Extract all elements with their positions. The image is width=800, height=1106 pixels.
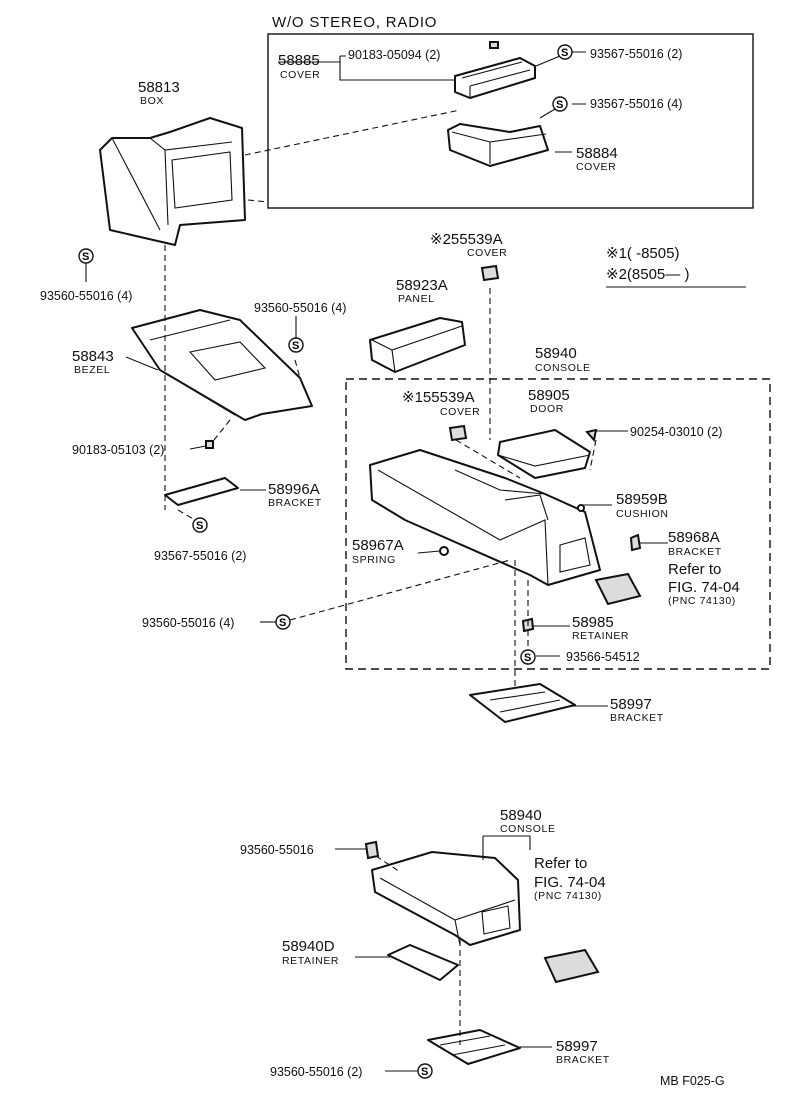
bracket-58996a-shape <box>164 477 239 506</box>
fastener-90254-03010: 90254-03010 (2) <box>630 425 722 439</box>
part-number-58959b: 58959B <box>616 491 668 508</box>
part-number-58884: 58884 <box>576 145 618 162</box>
part-name-58940d: RETAINER <box>282 955 339 967</box>
screw-symbol-3: S <box>78 248 94 264</box>
ref-bottom-line3: (PNC 74130) <box>534 890 602 902</box>
part-name-58813: BOX <box>140 95 164 107</box>
part-name-58967a: SPRING <box>352 554 396 566</box>
part-name-58884: COVER <box>576 161 616 173</box>
retainer-58940d-shape <box>387 944 459 981</box>
svg-text:S: S <box>561 47 568 59</box>
fastener-90183-05103: 90183-05103 (2) <box>72 443 164 457</box>
fastener-93560-55016-c: 93560-55016 (4) <box>142 616 234 630</box>
part-name-58905: DOOR <box>530 403 564 415</box>
screw-symbol-8: S <box>417 1063 433 1079</box>
part-name-58996a: BRACKET <box>268 497 322 509</box>
ref-bottom-line1: Refer to <box>534 855 587 872</box>
fastener-93560-55016-d: 93560-55016 <box>240 843 314 857</box>
part-number-58985: 58985 <box>572 614 614 631</box>
ashtray-bottom-shape <box>543 948 600 984</box>
part-number-58967a: 58967A <box>352 537 404 554</box>
part-name-58885: COVER <box>280 69 320 81</box>
part-name-58843: BEZEL <box>74 364 110 376</box>
svg-text:S: S <box>421 1066 428 1078</box>
panel-58923a-shape <box>369 317 466 373</box>
variant-frame <box>267 33 754 209</box>
fastener-93566-54512: 93566-54512 <box>566 650 640 664</box>
fastener-93567-55016-b: 93567-55016 (4) <box>590 97 682 111</box>
fastener-93567-55016-c: 93567-55016 (2) <box>154 549 246 563</box>
svg-text:S: S <box>279 617 286 629</box>
cover-55539a-shape <box>448 424 468 442</box>
bracket-58997-top-shape <box>469 683 576 723</box>
ashtray-top-shape <box>594 572 642 606</box>
door-58905-shape <box>497 429 591 479</box>
cover-55539a-top-shape <box>480 264 500 282</box>
part-number-55539a-mark2: ※255539A <box>430 231 503 248</box>
console-group-frame <box>345 378 771 670</box>
screw-symbol-6: S <box>275 614 291 630</box>
leader-lines <box>85 51 668 1072</box>
diagram-code: MB F025-G <box>660 1074 725 1088</box>
part-number-58843: 58843 <box>72 348 114 365</box>
svg-text:S: S <box>292 340 299 352</box>
svg-text:S: S <box>82 251 89 263</box>
screw-symbol-7: S <box>520 649 536 665</box>
part-number-58905: 58905 <box>528 387 570 404</box>
box-58813-shape <box>99 117 246 246</box>
part-name-58985: RETAINER <box>572 630 629 642</box>
part-number-58997-bottom: 58997 <box>556 1038 598 1055</box>
svg-text:S: S <box>524 652 531 664</box>
screw-symbol-2: S <box>552 96 568 112</box>
variant-title: W/O STEREO, RADIO <box>272 14 437 31</box>
screw-symbol-4: S <box>288 337 304 353</box>
ref-top-line3: (PNC 74130) <box>668 595 736 607</box>
console-58940-bottom-shape <box>371 851 521 946</box>
console-58940-top-shape <box>369 449 601 586</box>
part-number-58940-bottom: 58940 <box>500 807 542 824</box>
part-name-58968a: BRACKET <box>668 546 722 558</box>
fastener-93560-55016-b: 93560-55016 (4) <box>254 301 346 315</box>
fastener-90183-05094: 90183-05094 (2) <box>348 48 440 62</box>
legend-mark1: ※1( -8505) <box>606 245 679 262</box>
part-name-55539a-mark1: COVER <box>440 406 480 418</box>
assembly-dashed-lines <box>164 109 597 1045</box>
cover-58884-shape <box>447 123 549 167</box>
svg-text:S: S <box>556 99 563 111</box>
ref-top-line2: FIG. 74-04 <box>668 579 740 596</box>
part-number-58813: 58813 <box>138 79 180 96</box>
bezel-58843-shape <box>131 309 313 421</box>
part-number-58940d: 58940D <box>282 938 335 955</box>
part-number-55539a-mark1: ※155539A <box>402 389 475 406</box>
fastener-93560-55016-e: 93560-55016 (2) <box>270 1065 362 1079</box>
part-name-58923a: PANEL <box>398 293 435 305</box>
legend-mark2: ※2(8505— ) <box>606 266 689 283</box>
fastener-93567-55016-a: 93567-55016 (2) <box>590 47 682 61</box>
ref-bottom-line2: FIG. 74-04 <box>534 874 606 891</box>
part-name-58959b: CUSHION <box>616 508 669 520</box>
part-number-58996a: 58996A <box>268 481 320 498</box>
part-name-58940-top: CONSOLE <box>535 362 591 374</box>
bracket-58997-bottom-shape <box>427 1029 521 1065</box>
svg-text:S: S <box>196 520 203 532</box>
cover-58885-shape <box>454 57 536 99</box>
part-number-58885: 58885 <box>278 52 320 69</box>
part-name-58940-bottom: CONSOLE <box>500 823 556 835</box>
part-number-58940-top: 58940 <box>535 345 577 362</box>
part-name-55539a-mark2: COVER <box>467 247 507 259</box>
part-number-58968a: 58968A <box>668 529 720 546</box>
part-name-58997-top: BRACKET <box>610 712 664 724</box>
part-name-58997-bottom: BRACKET <box>556 1054 610 1066</box>
part-number-58923a: 58923A <box>396 277 448 294</box>
screw-symbol-5: S <box>192 517 208 533</box>
small-fasteners <box>205 41 642 860</box>
ref-top-line1: Refer to <box>668 561 721 578</box>
part-number-58997-top: 58997 <box>610 696 652 713</box>
screw-symbol-1: S <box>557 44 573 60</box>
fastener-93560-55016-a: 93560-55016 (4) <box>40 289 132 303</box>
